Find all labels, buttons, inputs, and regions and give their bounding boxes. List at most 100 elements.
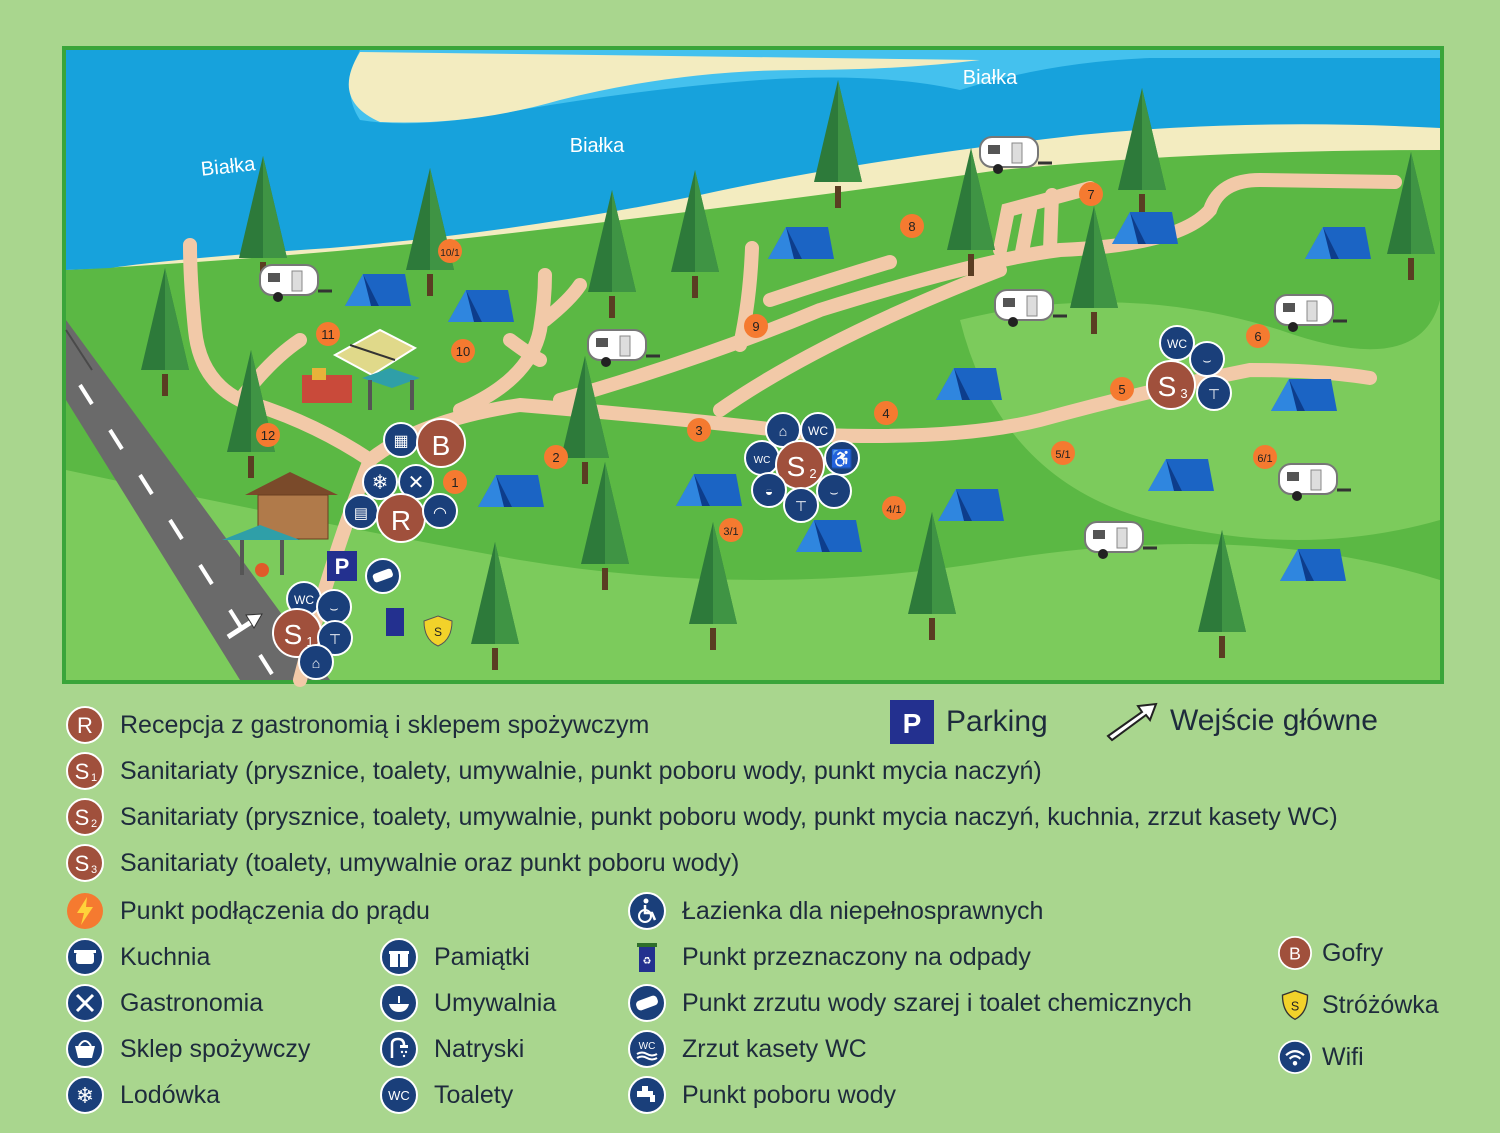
entrance-arrow-icon [1106, 702, 1158, 742]
svg-text:8: 8 [908, 219, 915, 234]
power-point-3: 3 [687, 418, 711, 442]
water-tap-icon [628, 1076, 666, 1114]
svg-text:⌣: ⌣ [829, 484, 838, 500]
legend-greywater: Punkt zrzutu wody szarej i toalet chemic… [628, 984, 1192, 1022]
sanitary-s3-marker [1146, 360, 1196, 410]
gift-icon [380, 938, 418, 976]
svg-text:12: 12 [261, 428, 275, 443]
power-point-6-1: 6/1 [1253, 445, 1277, 469]
svg-text:B: B [432, 430, 451, 461]
legend-wifi-text: Wifi [1322, 1042, 1364, 1071]
legend-gofry: B Gofry [1278, 936, 1383, 970]
svg-text:6: 6 [1254, 329, 1261, 344]
snowflake-icon: ❄ [66, 1076, 104, 1114]
river-label: Białka [963, 67, 1018, 89]
legend-s2-text: Sanitariaty (prysznice, toalety, umywaln… [120, 802, 1338, 831]
svg-text:S: S [1158, 371, 1177, 402]
svg-text:WC: WC [754, 455, 771, 466]
legend-s3-text: Sanitariaty (toalety, umywalnie oraz pun… [120, 848, 740, 877]
svg-text:WC: WC [639, 1041, 656, 1052]
legend-cassette-text: Zrzut kasety WC [682, 1034, 867, 1063]
svg-text:WC: WC [294, 593, 314, 607]
svg-text:⊤: ⊤ [1208, 386, 1220, 402]
toilets-icon: WC [380, 1076, 418, 1114]
legend-gofry-text: Gofry [1322, 938, 1384, 967]
reception-icon: R [66, 706, 104, 744]
svg-text:S: S [75, 851, 90, 876]
legend-disabled-text: Łazienka dla niepełnosprawnych [682, 896, 1044, 925]
legend-s1-text: Sanitariaty (prysznice, toalety, umywaln… [120, 756, 1042, 785]
svg-text:⌣: ⌣ [329, 600, 338, 616]
svg-text:9: 9 [752, 319, 759, 334]
legend-gastro-text: Gastronomia [120, 988, 264, 1017]
legend-toilets-text: Toalety [434, 1080, 514, 1109]
svg-text:4: 4 [882, 406, 889, 421]
svg-text:❄: ❄ [76, 1083, 94, 1108]
svg-text:10: 10 [456, 344, 470, 359]
svg-text:2: 2 [552, 450, 559, 465]
svg-text:S: S [75, 805, 90, 830]
svg-text:♻: ♻ [643, 956, 652, 967]
legend-guard: S Stróżówka [1278, 988, 1439, 1022]
svg-text:10/1: 10/1 [440, 248, 460, 259]
svg-text:1: 1 [91, 772, 97, 784]
svg-text:▤: ▤ [354, 505, 368, 522]
svg-text:2: 2 [91, 818, 97, 830]
lightning-icon [67, 893, 103, 929]
svg-text:2: 2 [809, 466, 816, 481]
legend-guard-text: Stróżówka [1322, 990, 1439, 1019]
svg-text:⌂: ⌂ [779, 423, 787, 439]
power-point-1: 1 [443, 470, 467, 494]
svg-text:S: S [787, 451, 806, 482]
power-point-7: 7 [1079, 182, 1103, 206]
svg-text:♿: ♿ [831, 448, 853, 469]
campsite-map: Białka Białka Białka 1 2 3 3/1 4 4/1 5 5… [62, 46, 1444, 687]
wifi-icon [1278, 1040, 1312, 1074]
legend-entrance-text: Wejście główne [1170, 704, 1378, 737]
svg-text:S: S [1291, 999, 1299, 1013]
legend-parking: P Parking [890, 700, 1048, 744]
svg-text:⌂: ⌂ [312, 655, 320, 671]
svg-text:P: P [903, 708, 922, 739]
power-point-11: 11 [316, 322, 340, 346]
grey-water-icon [628, 984, 666, 1022]
legend-cassette: WC Zrzut kasety WC [628, 1030, 867, 1068]
svg-text:P: P [335, 554, 350, 579]
fork-knife-icon [66, 984, 104, 1022]
power-point-5: 5 [1110, 377, 1134, 401]
svg-text:WC: WC [1167, 337, 1187, 351]
svg-text:❄: ❄ [372, 472, 389, 494]
svg-text:⊤: ⊤ [795, 498, 807, 514]
legend-reception-text: Recepcja z gastronomią i sklepem spożywc… [120, 710, 650, 739]
shower-icon [380, 1030, 418, 1068]
shield-icon: S [1281, 989, 1309, 1021]
sanitary-s3-cluster: WC ⌣ S 3 ⊤ [1146, 325, 1232, 411]
legend-disabled: Łazienka dla niepełnosprawnych [628, 892, 1043, 930]
parking-marker [327, 551, 357, 581]
svg-text:R: R [77, 713, 93, 738]
wc-cassette-icon: WC [628, 1030, 666, 1068]
legend-waste-text: Punkt przeznaczony na odpady [682, 942, 1031, 971]
basket-icon [66, 1030, 104, 1068]
legend-kitchen: Kuchnia [66, 938, 210, 976]
washbasin-icon [380, 984, 418, 1022]
svg-text:11: 11 [321, 327, 335, 342]
svg-text:3: 3 [91, 864, 97, 876]
svg-text:5/1: 5/1 [1055, 449, 1070, 461]
power-point-5-1: 5/1 [1051, 441, 1075, 465]
power-point-4: 4 [874, 401, 898, 425]
legend-power-text: Punkt podłączenia do prądu [120, 896, 430, 925]
legend-souvenirs: Pamiątki [380, 938, 530, 976]
gofry-icon: B [1278, 936, 1312, 970]
svg-text:⌣: ⌣ [1202, 352, 1211, 368]
power-point-10: 10 [451, 339, 475, 363]
legend-water-text: Punkt poboru wody [682, 1080, 897, 1109]
legend-fridge-text: Lodówka [120, 1080, 221, 1109]
power-point-10-1: 10/1 [438, 239, 462, 263]
power-point-4-1: 4/1 [882, 496, 906, 520]
svg-text:R: R [391, 505, 411, 536]
svg-text:WC: WC [808, 424, 828, 438]
